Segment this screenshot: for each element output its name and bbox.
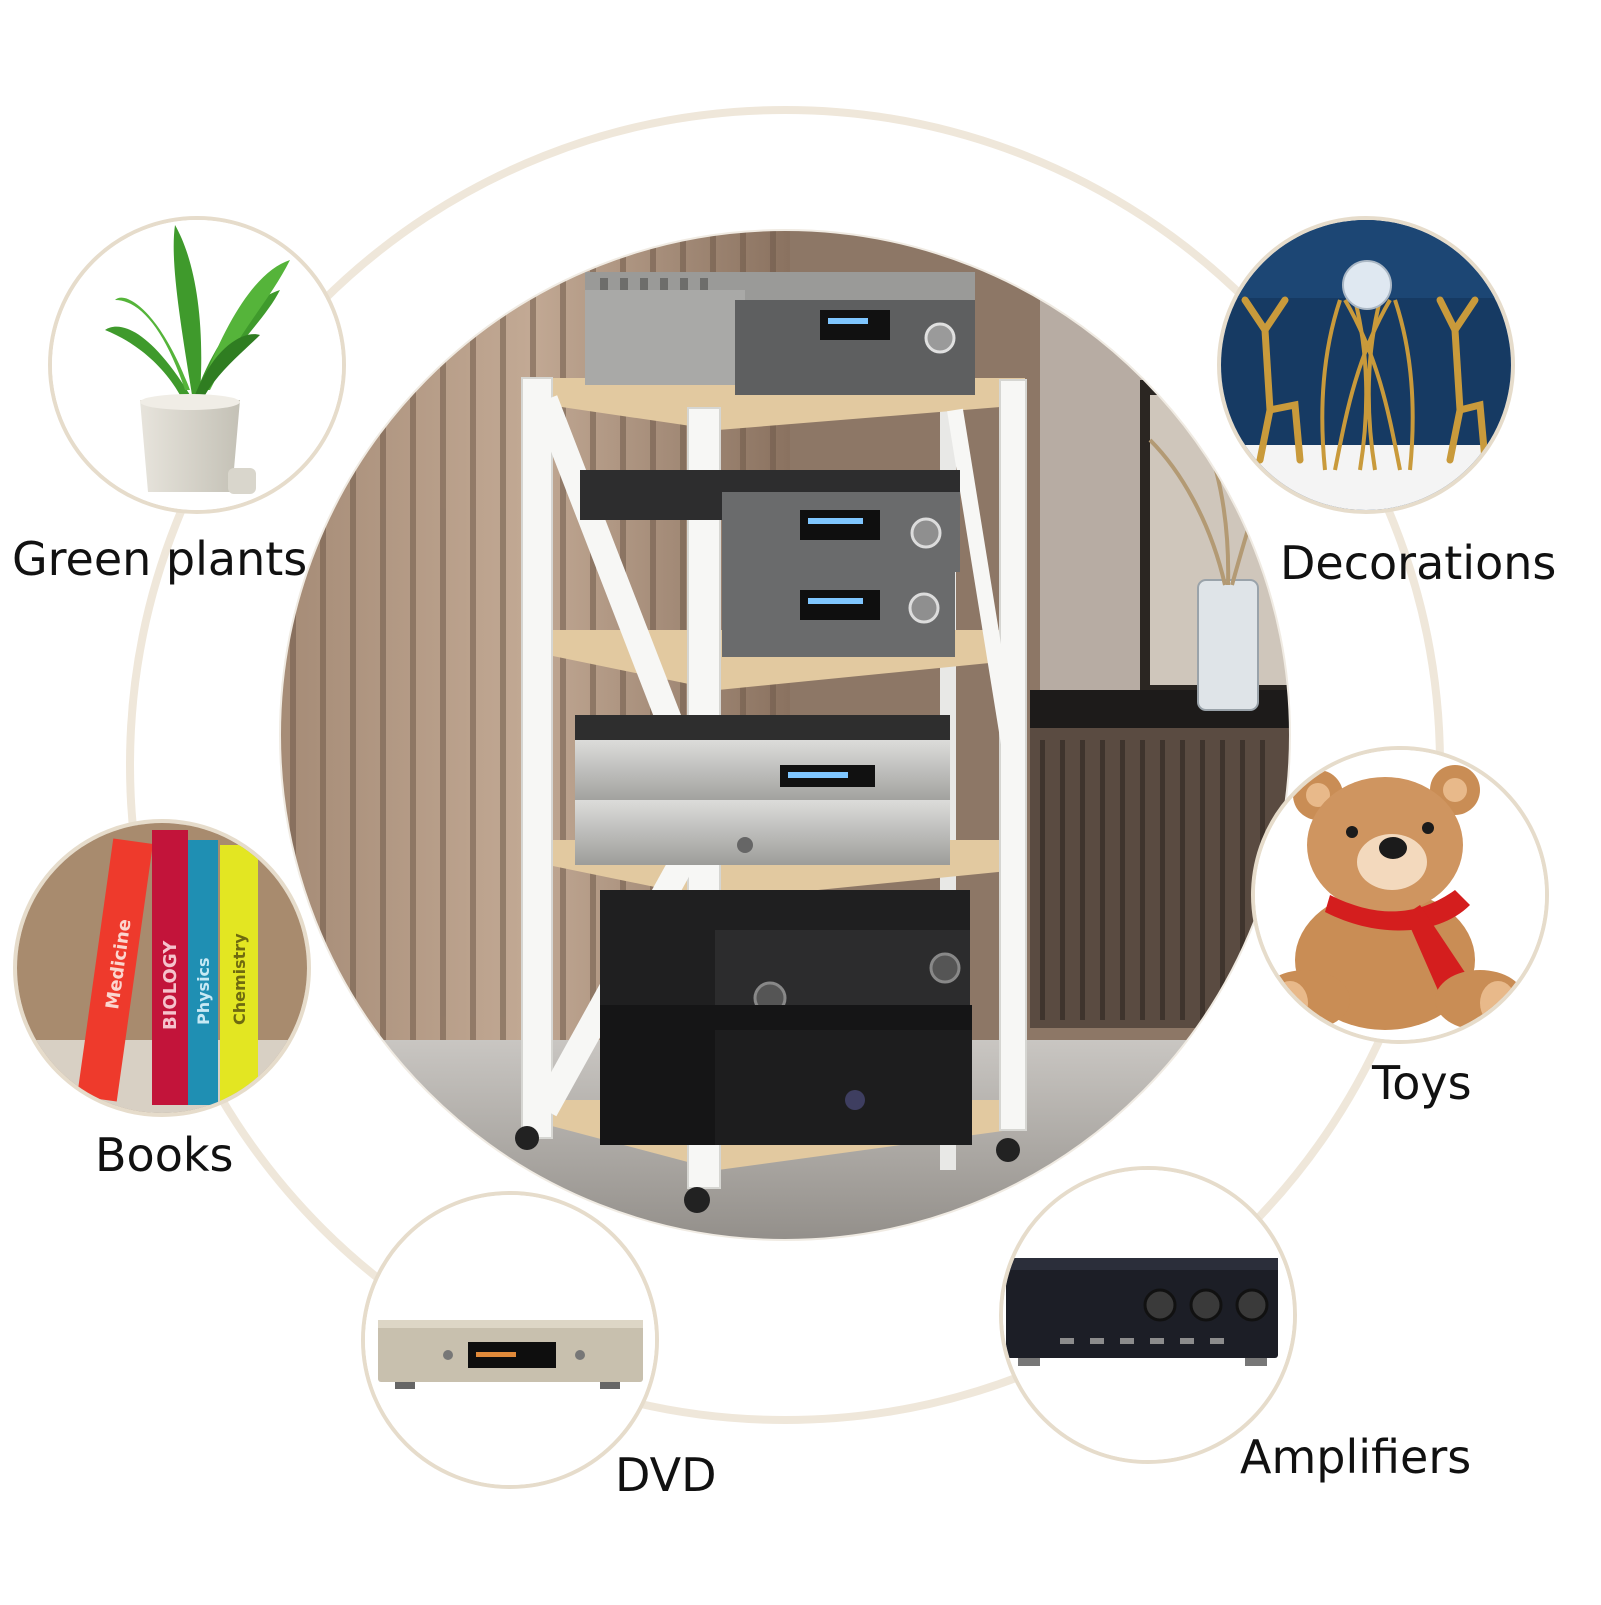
label-dvd: DVD bbox=[615, 1448, 717, 1502]
plant-leaves bbox=[105, 225, 290, 395]
label-green-plants: Green plants bbox=[12, 532, 308, 586]
teddy-bear-photo bbox=[1255, 750, 1545, 1040]
crystal-ball bbox=[1342, 260, 1392, 310]
av-receiver-units bbox=[600, 890, 972, 1145]
books-photo: Medicine BIOLOGY Physics Chemistry bbox=[17, 823, 307, 1113]
dvd-player-photo bbox=[365, 1195, 655, 1485]
book-medicine bbox=[77, 838, 153, 1102]
cd-player-units bbox=[580, 470, 960, 657]
plant-photo bbox=[52, 220, 342, 510]
book-spine-chemistry: Chemistry bbox=[230, 933, 249, 1025]
plant-pot bbox=[140, 400, 240, 492]
gold-deer bbox=[1241, 296, 1489, 464]
vase bbox=[1197, 579, 1259, 711]
amplifier-photo bbox=[1003, 1170, 1293, 1460]
book-spine-biology: BIOLOGY bbox=[160, 940, 181, 1030]
book-chemistry bbox=[220, 845, 258, 1105]
top-amplifier-unit bbox=[585, 272, 975, 395]
sideboard-top bbox=[1030, 690, 1290, 730]
book-biology bbox=[152, 830, 188, 1105]
book-spine-physics: Physics bbox=[194, 957, 213, 1025]
book-physics bbox=[188, 840, 218, 1105]
gold-sculpture bbox=[1320, 298, 1415, 471]
label-decorations: Decorations bbox=[1280, 536, 1557, 590]
main-rack-photo bbox=[280, 230, 1290, 1240]
main-circle-border bbox=[279, 229, 1291, 1241]
label-toys: Toys bbox=[1372, 1056, 1472, 1110]
label-books: Books bbox=[95, 1128, 234, 1182]
display-screen bbox=[820, 310, 890, 340]
label-amplifiers: Amplifiers bbox=[1240, 1430, 1472, 1484]
silver-tuner-units bbox=[575, 715, 950, 865]
red-scarf bbox=[1325, 890, 1470, 931]
